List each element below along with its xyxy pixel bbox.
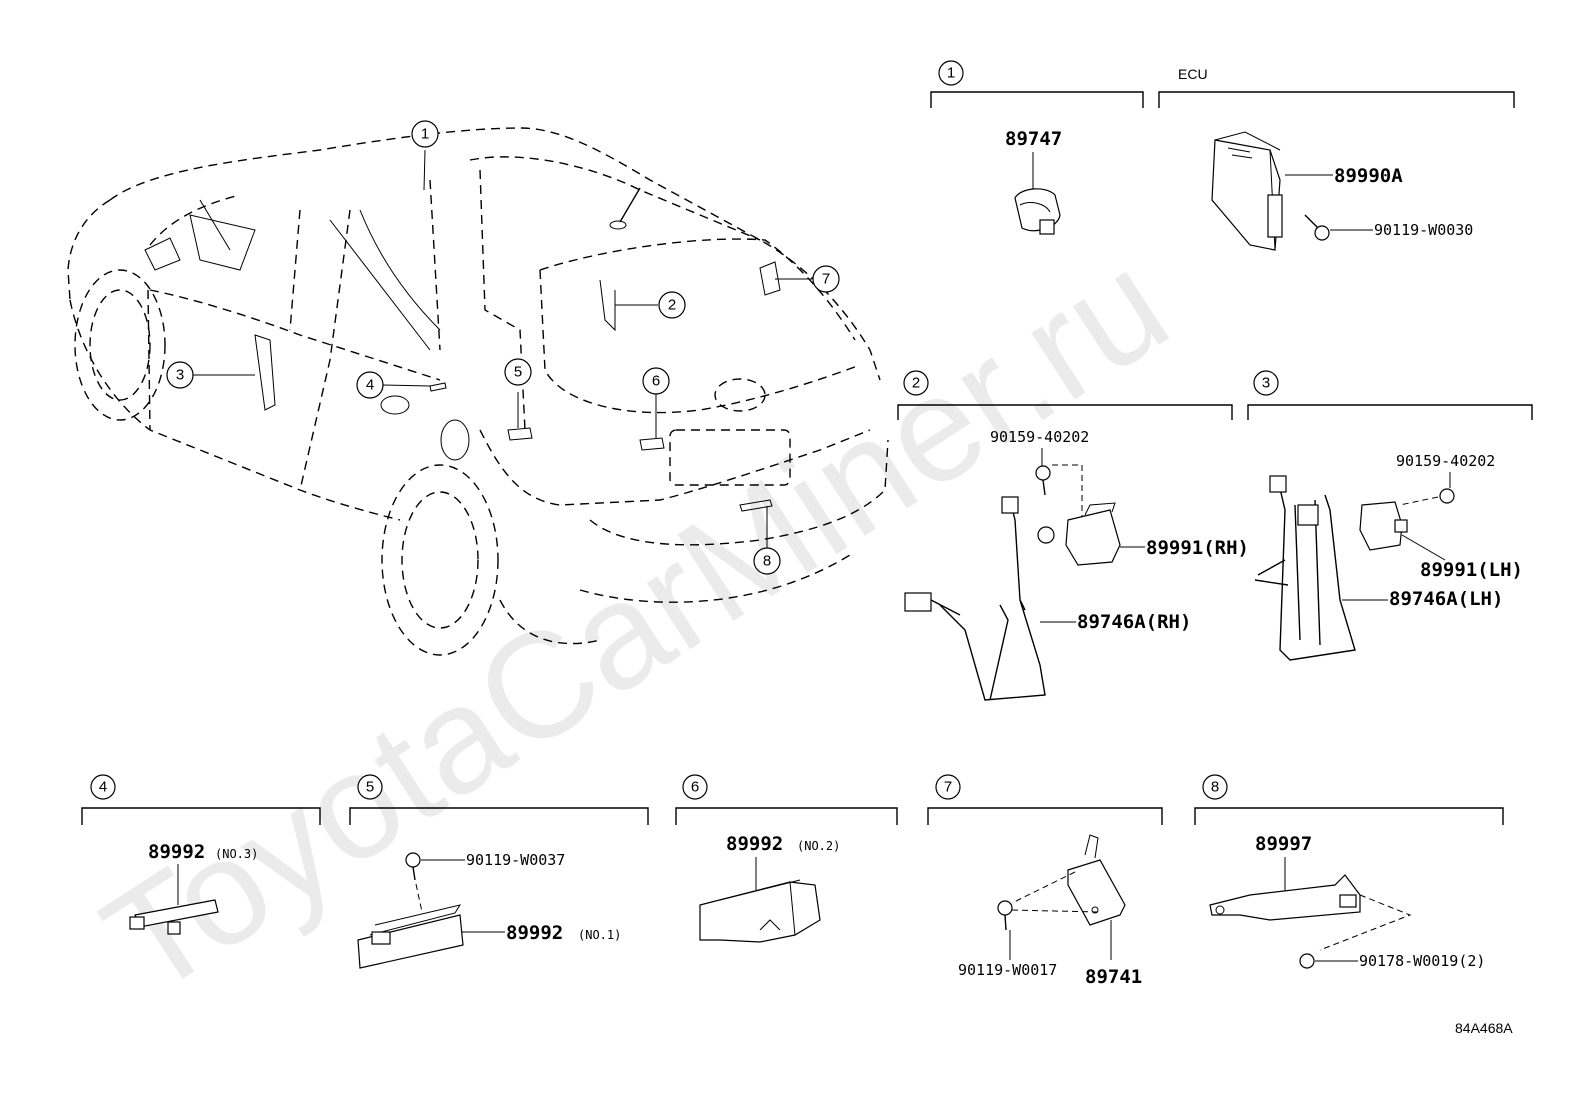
callout-7: 7 (812, 265, 840, 293)
part-89992-no1-antenna (357, 904, 464, 969)
callout-5: 5 (504, 358, 532, 386)
part-90159-40202-lh-bolt (1439, 488, 1455, 504)
part-90119-W0017-bolt (997, 900, 1013, 931)
part-89747-sensor (1014, 188, 1061, 235)
part-89992-no1-note: (NO.1) (578, 928, 621, 942)
part-90119-W0037-bolt (405, 852, 421, 881)
ecu-label: ECU (1178, 66, 1208, 82)
group-1-number: 1 (947, 65, 955, 82)
part-90159-40202-rh-bolt (1035, 465, 1051, 496)
callout-4-text: 4 (366, 377, 374, 394)
part-89746A-rh-harness (904, 496, 1055, 701)
callout-5-text: 5 (514, 364, 522, 381)
group-8-number: 8 (1211, 779, 1219, 796)
part-90119-W0030-bolt (1304, 214, 1330, 241)
callout-8-text: 8 (763, 553, 771, 570)
group-3-number: 3 (1262, 375, 1270, 392)
part-89992-no3-note: (NO.3) (215, 847, 258, 861)
group-7: 7 90119-W0017 89741 (927, 774, 1163, 988)
drawing-code: 84A468A (1455, 1020, 1513, 1036)
group-6: 6 89992 (NO.2) (675, 774, 898, 943)
part-90119-W0037-label: 90119-W0037 (466, 851, 565, 869)
part-89997-bracket (1209, 874, 1361, 921)
group-8: 8 89997 90178-W0019(2) (1194, 774, 1504, 970)
part-89991-lh-label: 89991(LH) (1420, 559, 1523, 581)
part-90119-W0030-label: 90119-W0030 (1374, 221, 1473, 239)
part-89746A-lh-harness (1254, 475, 1356, 661)
group-1: 1 89747 (930, 60, 1144, 235)
part-89747-label: 89747 (1005, 128, 1062, 150)
callout-1-text: 1 (421, 126, 429, 143)
car-callout-leaders (193, 149, 812, 548)
part-89746A-lh-label: 89746A(LH) (1389, 588, 1503, 610)
callout-8: 8 (753, 547, 781, 575)
callout-2-text: 2 (668, 297, 676, 314)
callout-7-text: 7 (822, 271, 830, 288)
part-90119-W0017-label: 90119-W0017 (958, 961, 1057, 979)
part-89991-rh-sensor (1065, 502, 1121, 566)
part-89992-no2-antenna (699, 879, 821, 943)
part-89992-no3-antenna (129, 899, 219, 935)
callout-2: 2 (658, 291, 686, 319)
group-5-number: 5 (366, 779, 374, 796)
callout-1: 1 (411, 120, 439, 148)
part-89741-module (1067, 834, 1126, 926)
part-89990A-ecu (1211, 131, 1283, 251)
part-89992-no1-label: 89992 (506, 922, 563, 944)
group-5: 5 90119-W0037 89992 (NO.1) (349, 774, 649, 969)
callout-6-text: 6 (652, 373, 660, 390)
part-89990A-label: 89990A (1334, 165, 1403, 187)
part-89741-label: 89741 (1085, 966, 1142, 988)
group-7-number: 7 (944, 779, 952, 796)
group-3: 3 90159-40202 89991(LH) 89746A(LH) (1247, 370, 1533, 661)
group-4-number: 4 (99, 779, 107, 796)
group-2-number: 2 (912, 375, 920, 392)
part-89992-no2-label: 89992 (726, 833, 783, 855)
group-4: 4 89992 (NO.3) (81, 774, 321, 935)
part-89992-no2-note: (NO.2) (797, 839, 840, 853)
group-6-number: 6 (691, 779, 699, 796)
part-89991-rh-label: 89991(RH) (1146, 537, 1249, 559)
part-89746A-rh-label: 89746A(RH) (1077, 611, 1191, 633)
part-89997-label: 89997 (1255, 833, 1312, 855)
part-90159-40202-lh-label: 90159-40202 (1396, 452, 1495, 470)
callout-3-text: 3 (176, 367, 184, 384)
group-2: 2 90159-40202 89991(RH) 89746A(RH) (897, 370, 1249, 701)
part-89991-lh-sensor (1359, 501, 1408, 551)
part-90178-W0019-label: 90178-W0019(2) (1359, 952, 1485, 970)
part-89992-no3-label: 89992 (148, 841, 205, 863)
callout-4: 4 (356, 371, 384, 399)
part-90159-40202-rh-label: 90159-40202 (990, 428, 1089, 446)
callout-6: 6 (642, 367, 670, 395)
group-ecu: ECU 89990A 90119-W0030 (1158, 66, 1515, 251)
callout-3: 3 (166, 361, 194, 389)
part-90178-W0019-nut (1299, 953, 1315, 969)
car-illustration (67, 127, 889, 656)
